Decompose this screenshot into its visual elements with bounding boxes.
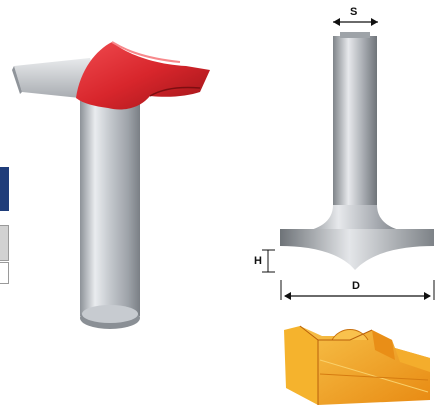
diameter-dimension-label: D bbox=[352, 280, 360, 292]
height-dimension-label: H bbox=[254, 255, 262, 267]
diagram-shank bbox=[333, 36, 377, 234]
diameter-dimension-arrow bbox=[280, 280, 435, 300]
thumbnail-swatch-gray[interactable] bbox=[0, 225, 9, 261]
diagram-cutter-head bbox=[280, 229, 434, 270]
blade-photo bbox=[12, 58, 98, 98]
height-dimension-marker bbox=[262, 249, 275, 273]
red-cutter-body bbox=[76, 41, 210, 110]
technical-drawing bbox=[262, 18, 435, 405]
thumbnail-swatch-blue[interactable] bbox=[0, 167, 9, 211]
thumbnail-swatch-white[interactable] bbox=[0, 262, 9, 284]
shank-dimension-label: S bbox=[350, 6, 358, 18]
wood-profile-sample bbox=[284, 325, 430, 405]
shank-dimension-arrow bbox=[333, 18, 378, 26]
shank-photo bbox=[80, 98, 140, 329]
